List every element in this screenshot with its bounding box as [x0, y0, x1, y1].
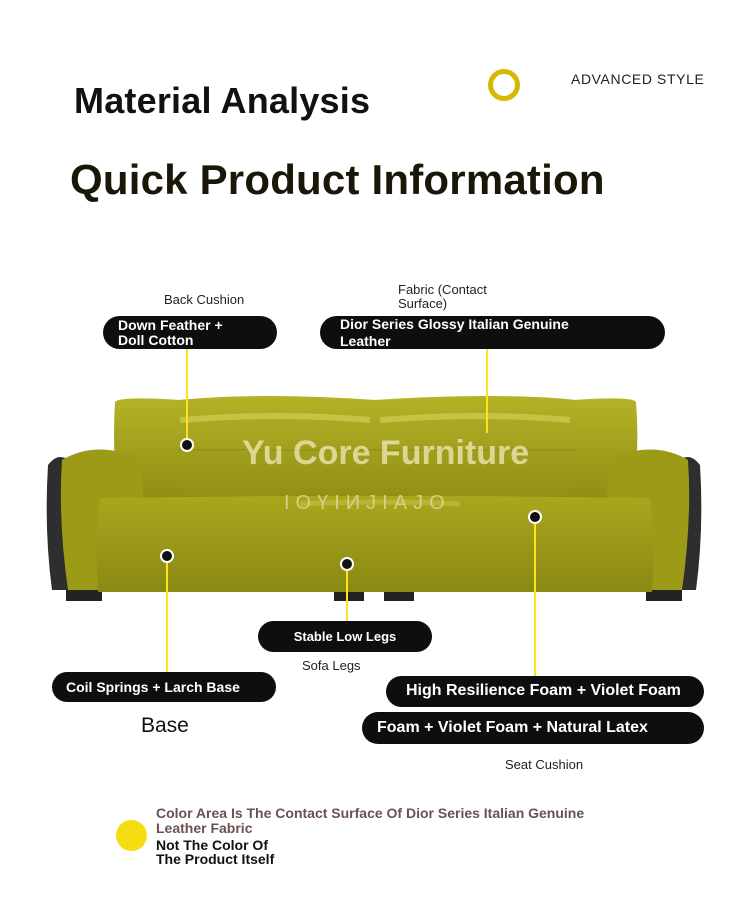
callout-line-fabric — [486, 349, 488, 433]
legend-note-line3: Not The Color Of — [156, 837, 268, 853]
legend-note-line1: Color Area Is The Contact Surface Of Dio… — [156, 805, 585, 821]
callout-dot-base — [160, 549, 174, 563]
seat-pill-1: High Resilience Foam + Violet Foam — [386, 676, 704, 707]
page-subtitle: Quick Product Information — [70, 156, 605, 203]
seat-pill-1-text: High Resilience Foam + Violet Foam — [406, 682, 681, 699]
base-caption: Base — [141, 714, 189, 737]
back-cushion — [374, 396, 576, 502]
fabric-line1: Dior Series Glossy Italian Genuine — [340, 316, 569, 332]
page-title: Material Analysis — [74, 80, 371, 121]
legend-disclaimer: Not The Color Of The Product Itself — [156, 838, 274, 866]
legend-note-line2: Leather Fabric — [156, 820, 253, 836]
yellow-swatch-icon — [116, 820, 147, 851]
legs-caption: Sofa Legs — [302, 658, 361, 673]
back-cushion — [178, 396, 376, 502]
callout-line-legs — [346, 564, 348, 622]
legs-pill: Stable Low Legs — [258, 621, 432, 652]
back-cushion-line2: Doll Cotton — [118, 332, 194, 348]
seat-cushion — [276, 496, 478, 592]
fabric-caption: Fabric (Contact Surface) — [398, 283, 487, 311]
callout-line-base — [166, 556, 168, 678]
back-cushion-pill: Down Feather + Doll Cotton — [103, 316, 277, 349]
seat-cushion — [96, 496, 283, 592]
back-cushion-line1: Down Feather + — [118, 317, 223, 333]
callout-line-back — [186, 348, 188, 444]
style-tag: ADVANCED STYLE — [571, 71, 705, 87]
base-pill: Coil Springs + Larch Base — [52, 672, 276, 702]
sofa-illustration — [46, 396, 702, 601]
callout-dot-legs — [340, 557, 354, 571]
legs-pill-text: Stable Low Legs — [293, 629, 397, 644]
seat-pill-2-text: Foam + Violet Foam + Natural Latex — [377, 719, 648, 736]
watermark-sub: ӀОҮІИЈІАЈО — [284, 492, 451, 514]
legend-note: Color Area Is The Contact Surface Of Dio… — [156, 806, 626, 836]
seat-cushion — [472, 496, 654, 592]
base-pill-text: Coil Springs + Larch Base — [66, 679, 240, 695]
ring-icon — [488, 69, 520, 101]
fabric-caption-line1: Fabric (Contact — [398, 282, 487, 297]
back-cushion-caption: Back Cushion — [164, 292, 245, 307]
callout-line-seat — [534, 518, 536, 678]
legend-note-line4: The Product Itself — [156, 851, 275, 867]
fabric-pill: Dior Series Glossy Italian Genuine Leath… — [320, 316, 665, 349]
seat-pill-2: Foam + Violet Foam + Natural Latex — [362, 712, 704, 744]
fabric-line2: Leather — [340, 333, 391, 349]
callout-dot-back — [180, 438, 194, 452]
callout-dot-seat — [528, 510, 542, 524]
watermark-brand: Yu Core Furniture — [242, 434, 530, 472]
seat-cushion-caption: Seat Cushion — [505, 757, 584, 772]
fabric-caption-line2: Surface) — [398, 296, 448, 311]
